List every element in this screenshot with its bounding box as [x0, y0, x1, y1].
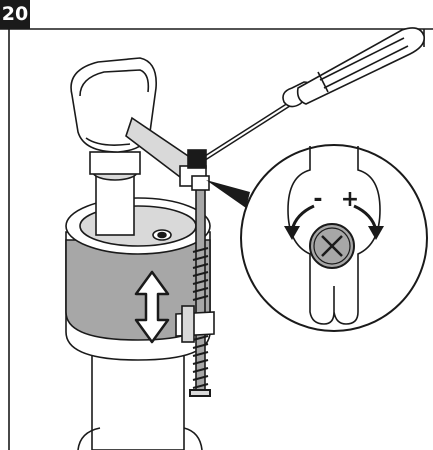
valve-column	[89, 151, 141, 236]
callout-leader	[206, 180, 250, 208]
screwdriver	[187, 27, 426, 169]
double-vertical-arrow-icon	[134, 270, 170, 344]
step-number-badge: 20	[0, 0, 30, 29]
cross-screw-icon	[309, 223, 355, 269]
minus-sign: -	[313, 187, 322, 212]
rotate-counterclockwise-arrow-icon	[284, 204, 315, 240]
rotate-clockwise-arrow-icon	[353, 204, 384, 240]
threaded-rod	[189, 247, 211, 397]
rod-clip	[175, 305, 215, 343]
valve-body	[65, 197, 211, 361]
plus-sign: +	[341, 187, 359, 212]
